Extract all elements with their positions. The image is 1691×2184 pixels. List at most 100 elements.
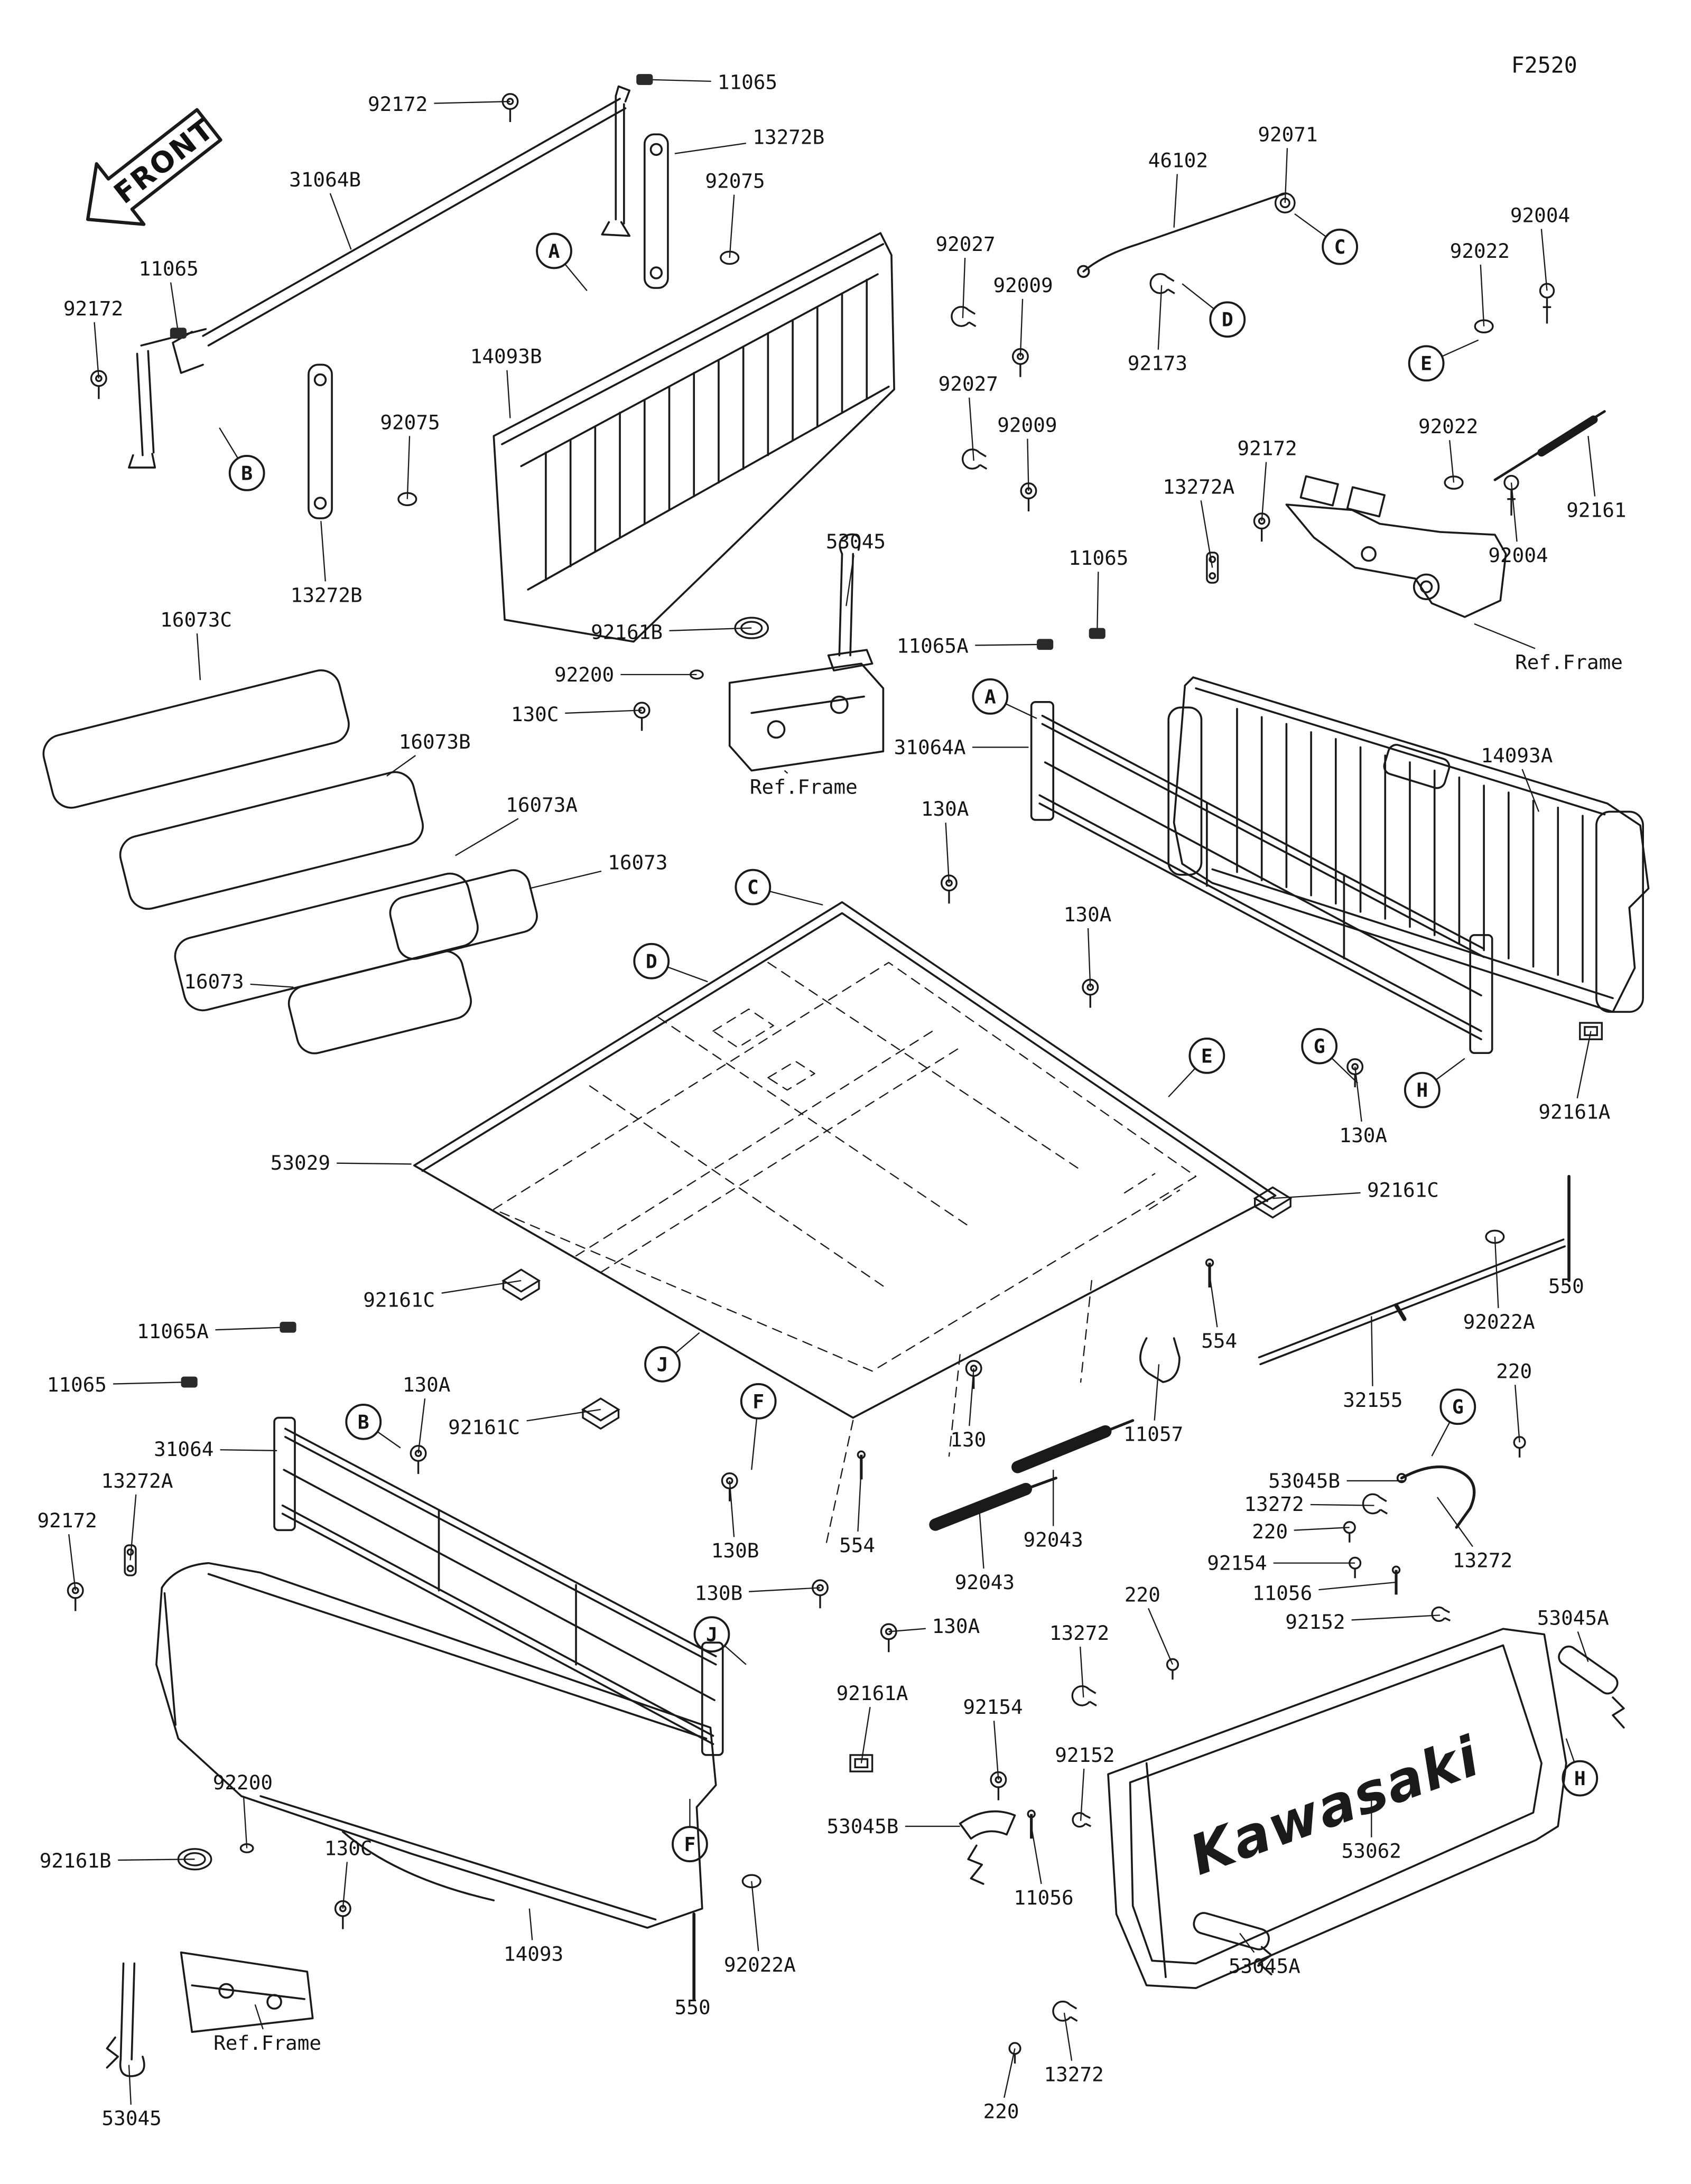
part-label-31064a: 31064A bbox=[894, 735, 966, 759]
part-label-11057: 11057 bbox=[1123, 1423, 1183, 1446]
svg-text:D: D bbox=[1222, 309, 1233, 331]
callout-j: J bbox=[644, 1332, 700, 1383]
part-label-554: 554 bbox=[1201, 1329, 1237, 1352]
part-label-92161c: 92161C bbox=[448, 1416, 520, 1439]
leader-line bbox=[1449, 440, 1455, 483]
leader-line bbox=[1148, 1608, 1174, 1665]
part-label-13272: 13272 bbox=[1049, 1621, 1109, 1645]
leader-line bbox=[320, 521, 326, 582]
part-label-13272: 13272 bbox=[1244, 1492, 1304, 1516]
leader-line bbox=[1494, 1236, 1499, 1308]
svg-text:E: E bbox=[1420, 352, 1432, 375]
part-label-16073: 16073 bbox=[184, 970, 244, 993]
part-label-92154: 92154 bbox=[963, 1695, 1023, 1719]
leader-line bbox=[975, 643, 1045, 646]
callout-h: H bbox=[1404, 1058, 1465, 1108]
frame-31064-art bbox=[273, 1416, 724, 1756]
part-label-130a: 130A bbox=[921, 797, 969, 820]
floor-53029-art bbox=[413, 901, 1277, 1547]
leader-line bbox=[1097, 572, 1099, 634]
part-glyph-pin bbox=[1027, 1809, 1036, 1839]
part-glyph-bolt bbox=[90, 370, 107, 399]
part-glyph-bolt-small bbox=[1008, 2042, 1021, 2064]
part-label-550: 550 bbox=[675, 1995, 711, 2019]
leader-line bbox=[528, 1908, 533, 1940]
part-label-92043: 92043 bbox=[955, 1571, 1015, 1594]
leader-line bbox=[962, 257, 966, 319]
leader-line bbox=[254, 2004, 264, 2030]
part-label-53029: 53029 bbox=[271, 1151, 330, 1174]
part-glyph-pad3d bbox=[501, 1268, 541, 1301]
callout-b: B bbox=[345, 1403, 401, 1449]
part-label-554: 554 bbox=[839, 1534, 875, 1557]
leader-line bbox=[1284, 148, 1288, 203]
leader-line bbox=[748, 1587, 821, 1592]
part-glyph-ring bbox=[1474, 319, 1494, 334]
part-glyph-clip bbox=[961, 449, 988, 470]
part-label-92172: 92172 bbox=[63, 297, 123, 320]
part-label-92200: 92200 bbox=[554, 663, 614, 686]
leader-line bbox=[1310, 1504, 1374, 1506]
part-glyph-ring-small bbox=[239, 1843, 254, 1853]
part-label-refframe: Ref.Frame bbox=[750, 776, 858, 799]
part-glyph-nut bbox=[1274, 192, 1296, 213]
part-label-92152: 92152 bbox=[1055, 1743, 1114, 1767]
part-label-13272a: 13272A bbox=[101, 1469, 173, 1492]
part-glyph-bolt bbox=[501, 93, 519, 122]
part-label-92200: 92200 bbox=[213, 1771, 273, 1794]
part-label-92161: 92161 bbox=[1566, 498, 1626, 521]
part-label-220: 220 bbox=[1252, 1520, 1288, 1543]
part-label-92043: 92043 bbox=[1024, 1528, 1083, 1551]
part-label-92022: 92022 bbox=[1418, 415, 1478, 438]
ref-frame-bracket-lower-art bbox=[106, 1951, 314, 2077]
callout-a: A bbox=[536, 232, 588, 291]
panel-14093-art bbox=[155, 1562, 717, 1929]
leader-line bbox=[406, 436, 411, 499]
callout-a: A bbox=[972, 678, 1037, 719]
leader-line bbox=[1577, 1631, 1589, 1662]
part-label-53062: 53062 bbox=[1342, 1840, 1401, 1863]
callout-c: C bbox=[1294, 213, 1358, 265]
callout-h: H bbox=[1562, 1738, 1599, 1797]
callout-b: B bbox=[219, 427, 265, 491]
part-label-92161a: 92161A bbox=[1538, 1100, 1610, 1124]
part-label-31064: 31064 bbox=[154, 1438, 213, 1461]
part-glyph-bolt bbox=[1082, 978, 1099, 1008]
part-label-92161b: 92161B bbox=[591, 620, 663, 643]
part-glyph-bolt-long bbox=[1539, 283, 1555, 324]
part-glyph-pad-square bbox=[849, 1754, 874, 1772]
part-glyph-bolt bbox=[721, 1472, 738, 1501]
leader-line bbox=[1004, 2048, 1016, 2098]
part-glyph-pad3d bbox=[581, 1397, 620, 1430]
part-glyph-bolt bbox=[334, 1900, 351, 1929]
leader-line bbox=[978, 1508, 984, 1569]
leader-line bbox=[1480, 264, 1485, 326]
part-glyph-bolt bbox=[1253, 512, 1270, 542]
leader-line bbox=[669, 627, 752, 631]
svg-text:E: E bbox=[1201, 1044, 1213, 1067]
ref-frame-bracket-upper-art bbox=[1285, 475, 1507, 618]
part-glyph-ring bbox=[720, 250, 740, 265]
part-label-92161a: 92161A bbox=[837, 1682, 908, 1705]
part-glyph-strap bbox=[1206, 552, 1219, 584]
leader-line bbox=[1371, 1316, 1373, 1386]
leader-line bbox=[1515, 1385, 1520, 1443]
part-glyph-ring bbox=[1485, 1229, 1505, 1244]
part-label-92075: 92075 bbox=[705, 170, 765, 193]
part-label-31064b: 31064B bbox=[289, 168, 361, 191]
cylinders-92043-art bbox=[929, 1337, 1181, 1531]
callout-f: F bbox=[740, 1383, 777, 1470]
leader-line bbox=[1318, 1581, 1397, 1591]
part-glyph-bolt bbox=[990, 1771, 1007, 1800]
part-label-11065: 11065 bbox=[1069, 546, 1128, 570]
part-label-130b: 130B bbox=[711, 1539, 759, 1562]
part-label-220: 220 bbox=[1496, 1359, 1532, 1383]
leader-line bbox=[1027, 438, 1029, 491]
part-label-130c: 130C bbox=[324, 1836, 373, 1860]
part-label-92161c: 92161C bbox=[363, 1288, 435, 1311]
part-glyph-pin bbox=[857, 1450, 866, 1480]
leader-line bbox=[860, 1706, 871, 1763]
leader-line bbox=[526, 1408, 601, 1422]
part-label-13272b: 13272B bbox=[752, 126, 824, 149]
